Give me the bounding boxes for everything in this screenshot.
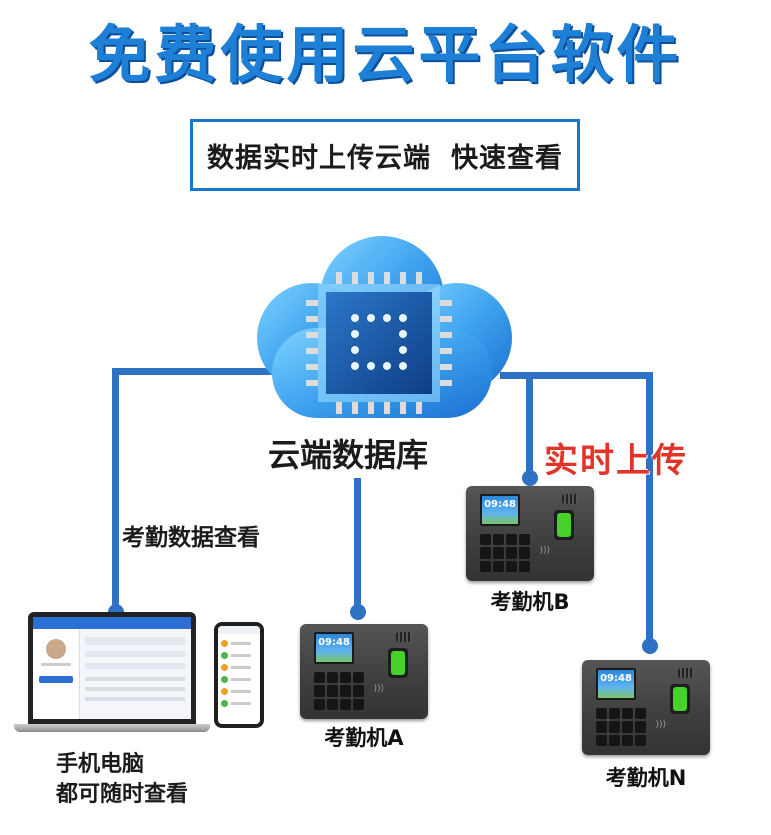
clients-label: 手机电脑 都可随时查看	[56, 750, 188, 810]
machine-n-time: 09:48	[598, 670, 634, 698]
connector-center-vertical	[354, 478, 361, 608]
clients-label-line1: 手机电脑	[56, 752, 145, 777]
machine-n-label: 考勤机N	[605, 766, 687, 790]
machine-b-label: 考勤机B	[490, 590, 570, 614]
card-reader-icon: )))	[655, 720, 666, 730]
connector-n-vertical	[646, 372, 653, 642]
card-reader-icon: )))	[373, 684, 384, 694]
machine-a-label: 考勤机A	[324, 726, 404, 750]
machine-b-time: 09:48	[482, 496, 518, 524]
subtitle-part2: 快速查看	[451, 142, 563, 174]
attendance-machine-n: 09:48 )))	[582, 660, 710, 755]
machine-a-time: 09:48	[316, 634, 352, 662]
clients-label-line2: 都可随时查看	[56, 782, 189, 807]
connector-n-dot	[642, 638, 658, 654]
connector-right-top	[500, 372, 650, 379]
attendance-machine-b: 09:48 )))	[466, 486, 594, 581]
connector-left-vertical	[112, 368, 119, 612]
connector-b-dot	[522, 470, 538, 486]
page-title: 免费使用云平台软件	[88, 18, 683, 91]
fingerprint-sensor-icon	[388, 648, 408, 678]
cloud-database-label: 云端数据库	[268, 436, 429, 474]
fingerprint-sensor-icon	[670, 684, 690, 714]
attendance-view-label: 考勤数据查看	[122, 525, 260, 551]
connector-left-top	[112, 368, 356, 375]
phone-icon	[214, 622, 264, 728]
card-reader-icon: )))	[539, 546, 550, 556]
subtitle-part1: 数据实时上传云端	[207, 142, 431, 174]
laptop-icon	[14, 612, 210, 740]
fingerprint-sensor-icon	[554, 510, 574, 540]
cloud-icon	[232, 228, 528, 428]
realtime-upload-label: 实时上传	[544, 441, 688, 481]
connector-center-dot	[350, 604, 366, 620]
subtitle-box: 数据实时上传云端 快速查看	[190, 119, 580, 191]
attendance-machine-a: 09:48 )))	[300, 624, 428, 719]
connector-b-vertical	[526, 372, 533, 476]
